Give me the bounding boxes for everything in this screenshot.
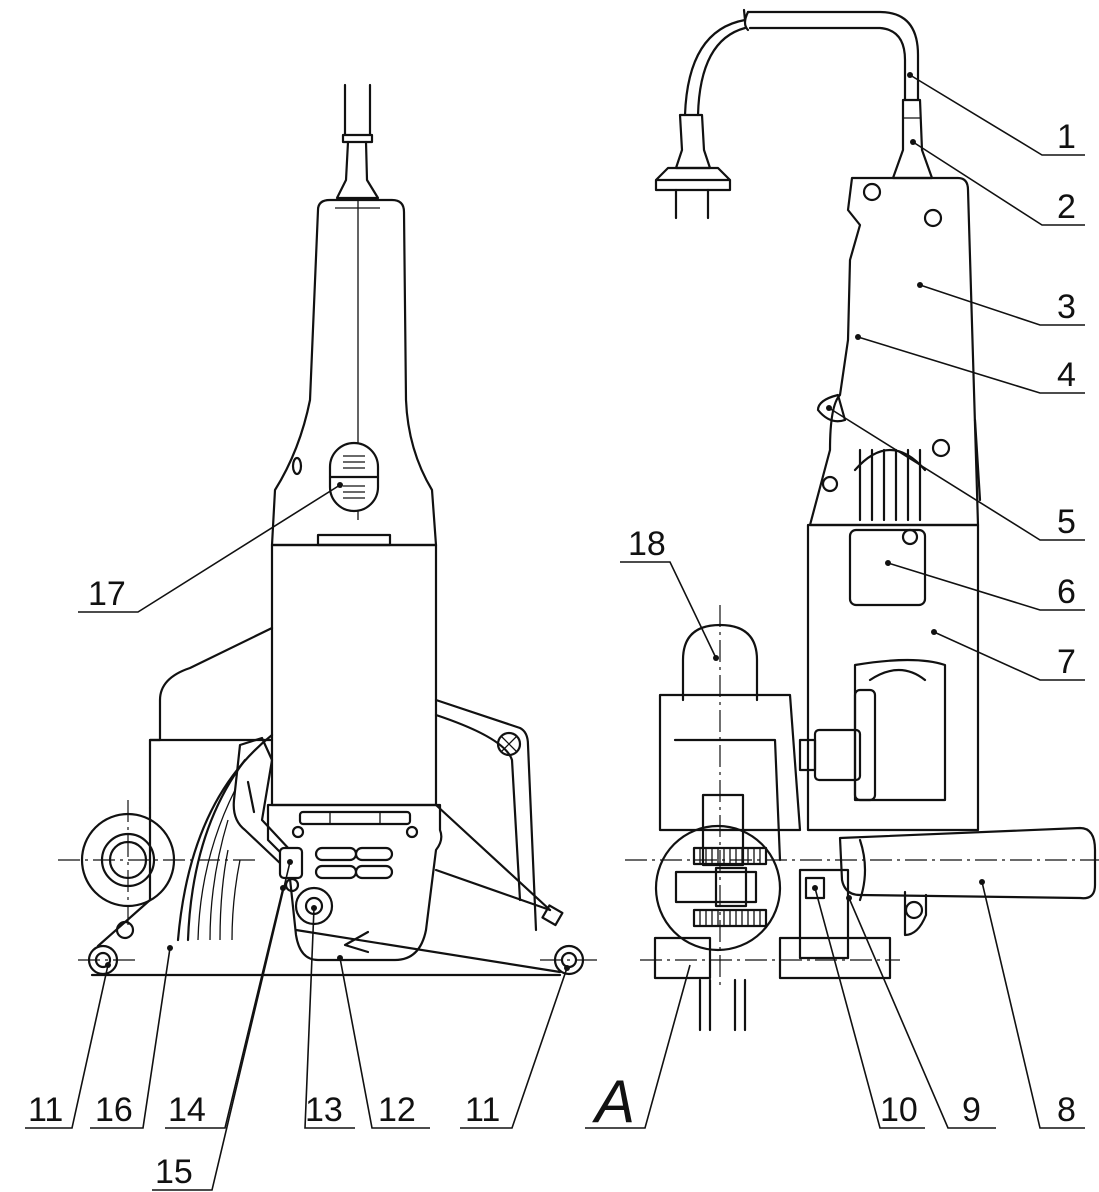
callout-11-left: 11: [28, 1091, 63, 1129]
callout-15: 15: [155, 1153, 193, 1191]
callout-5: 5: [1057, 503, 1076, 541]
callout-17: 17: [88, 575, 126, 613]
callout-3: 3: [1057, 288, 1076, 326]
front-view: [58, 83, 600, 977]
callout-14: 14: [168, 1091, 206, 1129]
side-view: [625, 8, 1099, 1032]
callout-2: 2: [1057, 188, 1076, 226]
callout-12: 12: [378, 1091, 416, 1129]
callout-18: 18: [628, 525, 666, 563]
callout-4: 4: [1057, 356, 1076, 394]
callout-labels: 1 2 3 4 5 6 7 8 9 10 A 18 17 11 16 14 15…: [28, 118, 1076, 1191]
callout-16: 16: [95, 1091, 133, 1129]
callout-10: 10: [880, 1091, 918, 1129]
leader-lines: [25, 72, 1085, 1191]
callout-9: 9: [962, 1091, 981, 1129]
callout-7: 7: [1057, 643, 1076, 681]
callout-8: 8: [1057, 1091, 1076, 1129]
callout-A: A: [592, 1068, 635, 1135]
callout-11-right: 11: [465, 1091, 500, 1129]
callout-13: 13: [305, 1091, 343, 1129]
callout-6: 6: [1057, 573, 1076, 611]
callout-1: 1: [1057, 118, 1076, 156]
